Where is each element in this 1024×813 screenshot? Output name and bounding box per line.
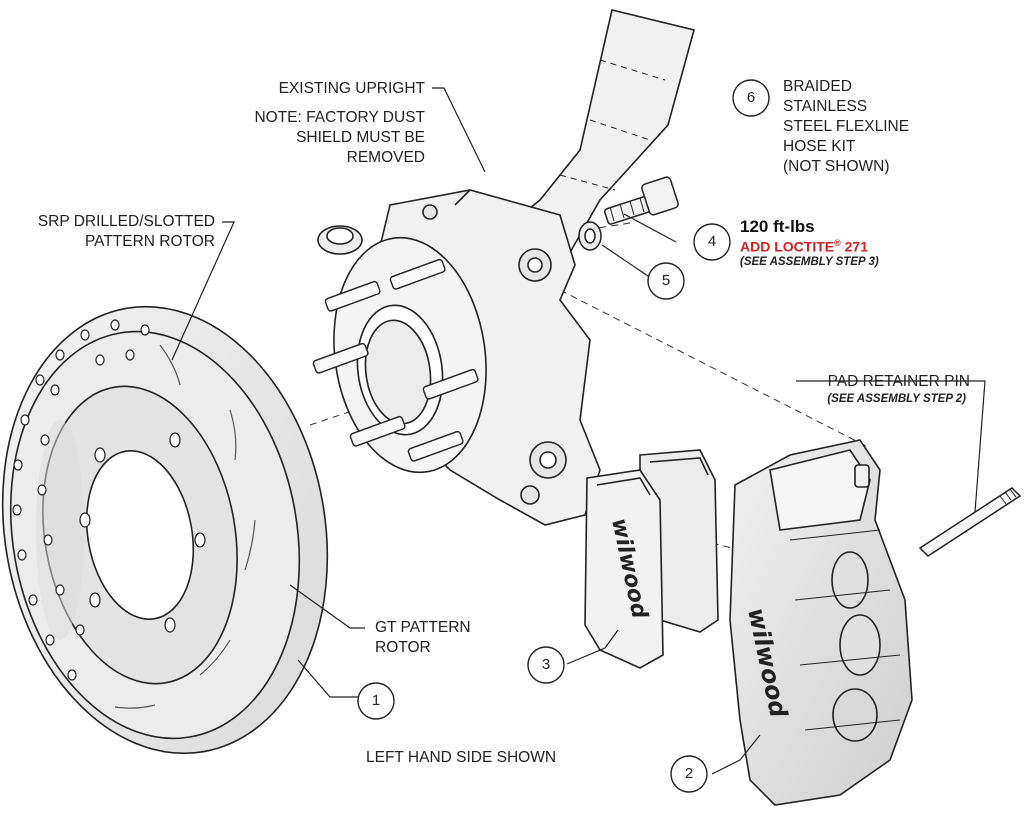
callout-circles <box>357 79 770 793</box>
loctite-registered-mark: ® <box>834 238 841 248</box>
callout-4: 4 <box>707 233 717 250</box>
brake-caliper <box>729 439 913 806</box>
brake-rotor <box>1 305 329 755</box>
label-loctite: ADD LOCTITE® 271 <box>740 234 910 256</box>
callout-2: 2 <box>684 765 694 782</box>
washer <box>578 221 602 251</box>
rotor-drill-holes <box>12 319 150 681</box>
label-assembly-step-3: (SEE ASSEMBLY STEP 3) <box>740 256 879 268</box>
rotor-slots <box>114 344 256 709</box>
label-flexline-kit: BRAIDED STAINLESS STEEL FLEXLINE HOSE KI… <box>783 78 910 175</box>
label-pad-retainer-pin: PAD RETAINER PIN <box>827 373 970 390</box>
callout-3: 3 <box>541 656 551 673</box>
label-torque: 120 ft-lbs <box>740 217 815 236</box>
callout-6: 6 <box>746 89 756 106</box>
label-assembly-step-2: (SEE ASSEMBLY STEP 2) <box>827 393 966 405</box>
callout-5: 5 <box>661 272 671 289</box>
label-gt-rotor: GT PATTERN ROTOR <box>375 619 471 656</box>
label-existing-upright: EXISTING UPRIGHT <box>278 80 425 97</box>
caliper-bolt <box>604 176 679 225</box>
label-left-hand-side: LEFT HAND SIDE SHOWN <box>366 749 557 766</box>
leader-lines <box>171 87 986 775</box>
pad-retainer-pin <box>918 487 1022 557</box>
brake-pad-front <box>584 469 664 669</box>
loctite-suffix: 271 <box>840 238 868 255</box>
loctite-prefix: ADD LOCTITE <box>740 238 835 255</box>
callout-1: 1 <box>371 692 381 709</box>
label-srp-rotor: SRP DRILLED/SLOTTED PATTERN ROTOR <box>37 213 215 250</box>
rotor-lug-holes <box>79 432 206 633</box>
label-dust-shield-note: NOTE: FACTORY DUST SHIELD MUST BE REMOVE… <box>254 109 425 166</box>
wheel-studs <box>312 258 479 462</box>
